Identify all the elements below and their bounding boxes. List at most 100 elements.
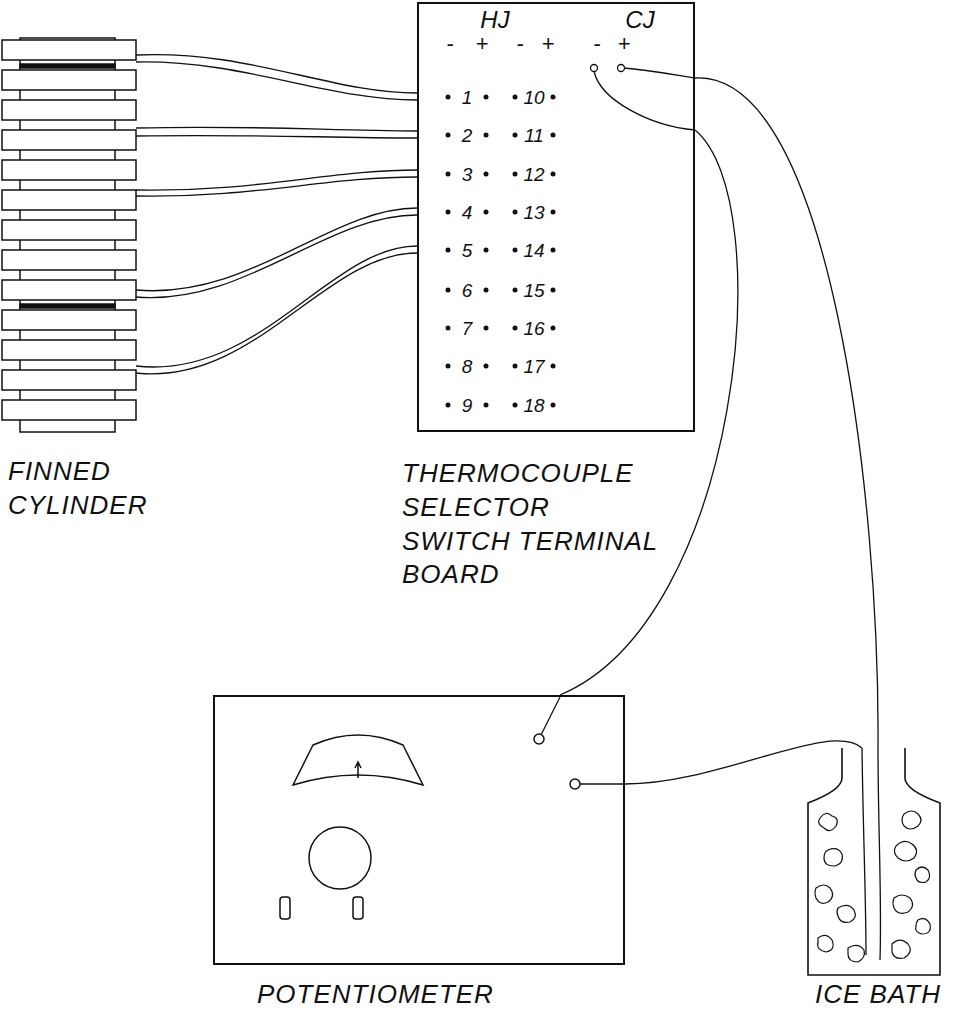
ice — [818, 935, 833, 952]
terminal-dot — [513, 403, 518, 408]
fin — [2, 280, 136, 300]
knob — [309, 827, 371, 889]
terminal-dot — [513, 326, 518, 331]
fin — [2, 400, 136, 420]
terminal-dot — [446, 364, 451, 369]
thermocouple-wire — [625, 741, 862, 784]
terminal-dot — [513, 172, 518, 177]
terminal-dot — [551, 364, 556, 369]
switch — [280, 897, 290, 919]
fin — [2, 40, 136, 60]
fin — [2, 130, 136, 150]
thermocouple-wire — [136, 253, 417, 374]
terminal-number: 17 — [523, 357, 544, 376]
terminal-dot — [484, 210, 489, 215]
fin — [2, 370, 136, 390]
potentiometer-box: POTENTIOMETER — [213, 695, 625, 965]
part-name: FINNED CYLINDER — [8, 455, 178, 523]
wire — [878, 748, 881, 960]
terminal — [534, 734, 544, 744]
column-heading: CJ — [625, 8, 654, 32]
thermocouple-wire — [136, 127, 417, 131]
terminal-dot — [484, 248, 489, 253]
bottle-outline — [808, 748, 940, 975]
dark-band — [20, 304, 115, 308]
wire — [594, 71, 695, 130]
polarity-sign: + — [476, 33, 489, 55]
terminal-dot — [484, 326, 489, 331]
terminal-dots — [446, 95, 556, 408]
polarity-sign: - — [446, 33, 453, 55]
terminal-number: 15 — [523, 281, 544, 300]
wire-stubs — [862, 748, 881, 960]
wire-stubs — [541, 68, 695, 784]
meter-needle — [355, 762, 361, 778]
terminal-dot — [513, 133, 518, 138]
terminal-dot — [446, 403, 451, 408]
terminal-dot — [484, 95, 489, 100]
terminal-number: 9 — [462, 396, 473, 415]
terminal-number: 18 — [523, 396, 544, 415]
terminal-number: 14 — [523, 241, 544, 260]
ice — [915, 867, 930, 883]
potentiometer-parts — [280, 734, 580, 919]
part-name: POTENTIOMETER — [257, 978, 494, 1012]
terminal-number: 16 — [523, 319, 544, 338]
fin — [2, 250, 136, 270]
terminal-dot — [551, 403, 556, 408]
thermocouple-wire — [695, 78, 878, 748]
thermocouple-wire — [560, 130, 738, 695]
terminal-dot — [551, 95, 556, 100]
thermocouple-wire — [136, 170, 417, 190]
terminal-dot — [551, 288, 556, 293]
part-name: ICE BATH — [815, 978, 941, 1012]
terminal-dot — [446, 326, 451, 331]
thermocouple-wire — [136, 135, 417, 138]
terminal-number: 1 — [462, 88, 473, 107]
ice — [892, 940, 910, 958]
terminal-dot — [446, 95, 451, 100]
ice — [819, 813, 838, 830]
terminal-number: 6 — [462, 281, 473, 300]
terminal-number: 7 — [462, 319, 473, 338]
terminal-dot — [513, 210, 518, 215]
ice — [815, 885, 833, 903]
terminal-number: 13 — [523, 203, 544, 222]
cold-junction-terminals — [591, 65, 625, 72]
terminal-dot — [551, 210, 556, 215]
terminal-number: 11 — [524, 126, 544, 145]
thermocouple-wire — [136, 177, 417, 196]
terminal-dot — [551, 248, 556, 253]
terminal-dot — [446, 172, 451, 177]
ice-chunks — [815, 811, 930, 962]
ice — [902, 811, 921, 829]
terminal-number: 5 — [462, 241, 473, 260]
ice-bath: ICE BATH — [808, 748, 940, 975]
terminal-dot — [513, 288, 518, 293]
terminal-dot — [551, 133, 556, 138]
terminal-dot — [484, 288, 489, 293]
terminal-dot — [484, 364, 489, 369]
wire — [862, 748, 866, 955]
polarity-sign: + — [618, 33, 631, 55]
terminal-number: 2 — [462, 126, 473, 145]
finned-cylinder — [2, 38, 136, 432]
terminal-dot — [513, 364, 518, 369]
terminal-dot — [513, 248, 518, 253]
terminal-dot — [551, 172, 556, 177]
dark-band — [20, 64, 115, 68]
fin — [2, 160, 136, 180]
terminal-number: 10 — [523, 88, 544, 107]
ice — [848, 945, 864, 962]
fin — [2, 340, 136, 360]
ice — [916, 919, 931, 934]
switch — [353, 897, 363, 919]
fin — [2, 70, 136, 90]
terminal — [591, 65, 598, 72]
terminal-dot — [446, 133, 451, 138]
fin — [2, 100, 136, 120]
polarity-sign: - — [516, 33, 523, 55]
terminal-dot — [446, 288, 451, 293]
ice — [824, 849, 842, 866]
